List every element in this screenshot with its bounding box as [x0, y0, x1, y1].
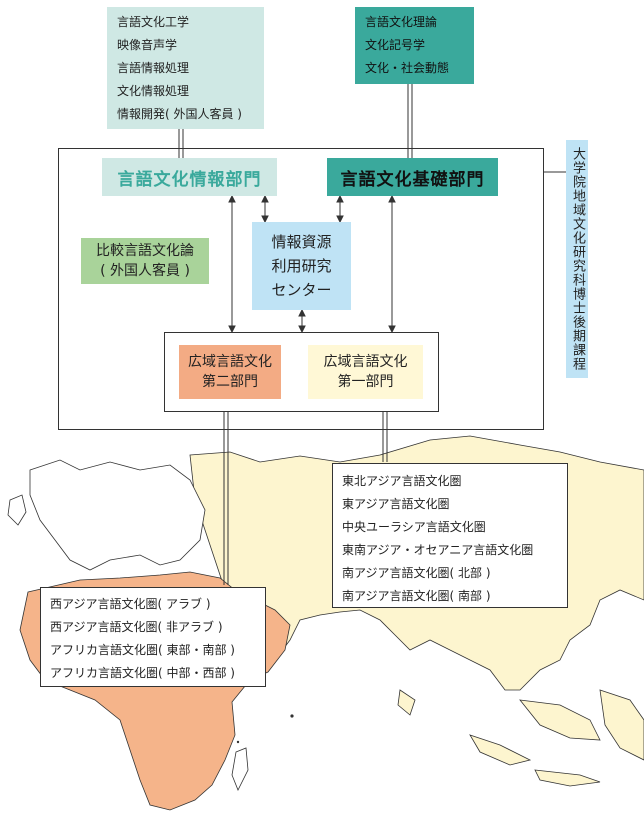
dept-regional-second: 広域言語文化 第二部門	[179, 345, 281, 399]
island-1	[519, 699, 601, 741]
island-4	[534, 769, 601, 787]
list-item: 言語情報処理	[117, 61, 190, 75]
information-resources-center: 情報資源 利用研究 センター	[252, 222, 351, 310]
top-left-research-box: 言語文化工学 映像音声学 言語情報処理 文化情報処理 情報開発( 外国人客員 )	[107, 7, 264, 129]
list-item: 文化情報処理	[117, 84, 190, 98]
list-item: 東アジア言語文化圏	[342, 497, 450, 511]
list-item: 文化・社会動態	[365, 61, 450, 75]
center-line1: 情報資源	[271, 233, 332, 251]
dept-language-culture-basic: 言語文化基礎部門	[327, 158, 498, 196]
britain-outline	[7, 494, 27, 526]
list-item: 中央ユーラシア言語文化圏	[342, 520, 486, 534]
regional2-line1: 広域言語文化	[188, 354, 272, 370]
island-2	[599, 689, 644, 761]
west-asia-africa-regions-box: 西アジア言語文化圏( アラブ ) 西アジア言語文化圏( 非アラブ ) アフリカ言…	[40, 587, 266, 687]
list-item: 東南アジア・オセアニア言語文化圏	[342, 543, 534, 557]
list-item: 言語文化理論	[365, 15, 438, 29]
list-item: 文化記号学	[365, 38, 426, 52]
list-item: 映像音声学	[117, 38, 178, 52]
list-item: アフリカ言語文化圏( 東部・南部 )	[50, 643, 235, 657]
list-item: 言語文化工学	[117, 15, 190, 29]
comparative-studies-box: 比較言語文化論 ( 外国人客員 )	[81, 238, 209, 284]
top-right-research-box: 言語文化理論 文化記号学 文化・社会動態	[355, 7, 474, 84]
graduate-program-frame	[58, 148, 544, 430]
list-item: アフリカ言語文化圏( 中部・西部 )	[50, 666, 235, 680]
comparative-line2: ( 外国人客員 )	[100, 263, 190, 279]
center-line2: 利用研究	[271, 257, 332, 275]
europe-outline	[29, 459, 206, 571]
madagascar	[231, 747, 249, 791]
center-line3: センター	[271, 281, 332, 299]
dept-regional-first: 広域言語文化 第一部門	[308, 345, 423, 399]
list-item: 情報開発( 外国人客員 )	[117, 107, 242, 121]
list-item: 南アジア言語文化圏( 南部 )	[342, 589, 491, 603]
list-item: 西アジア言語文化圏( アラブ )	[50, 597, 211, 611]
asia-regions-box: 東北アジア言語文化圏 東アジア言語文化圏 中央ユーラシア言語文化圏 東南アジア・…	[332, 463, 568, 608]
island-3	[469, 734, 532, 766]
list-item: 南アジア言語文化圏( 北部 )	[342, 566, 491, 580]
regional1-line1: 広域言語文化	[323, 354, 408, 370]
regional2-line2: 第二部門	[202, 374, 258, 390]
list-item: 西アジア言語文化圏( 非アラブ )	[50, 620, 223, 634]
regional1-line2: 第一部門	[337, 374, 394, 390]
list-item: 東北アジア言語文化圏	[342, 474, 462, 488]
dept-language-culture-information: 言語文化情報部門	[102, 158, 277, 196]
island-5	[397, 689, 416, 716]
comparative-line1: 比較言語文化論	[96, 243, 194, 259]
graduate-program-label: 大学院地域文化研究科博士後期課程	[566, 140, 588, 378]
